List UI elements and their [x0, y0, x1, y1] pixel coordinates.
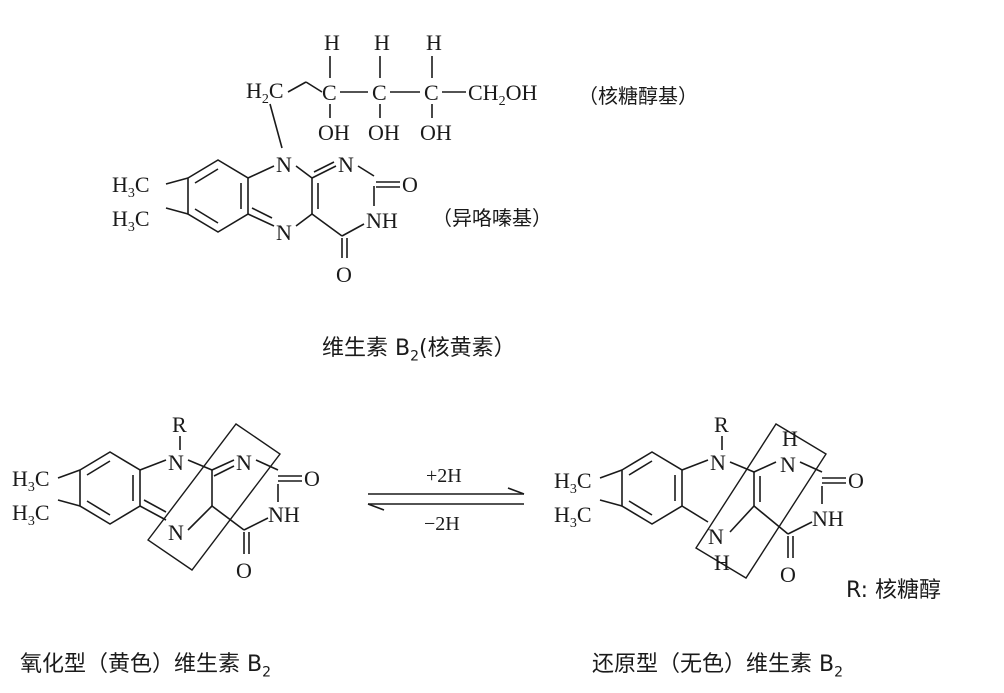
red-n5-h: H	[714, 550, 730, 575]
n5-atom: N	[276, 220, 292, 245]
red-r: R	[714, 412, 729, 437]
red-n5: N	[708, 524, 724, 549]
reduced-structure: N R N H N H O NH O H3C H3C	[554, 412, 864, 587]
ox-r: R	[172, 412, 187, 437]
n1-atom: N	[338, 152, 354, 177]
ox-n5: N	[168, 520, 184, 545]
chain-c1: C	[322, 80, 337, 105]
ox-n10: N	[168, 450, 184, 475]
ox-c2-oxo: O	[304, 466, 320, 491]
chain-h2: H	[374, 30, 390, 55]
red-c4-oxo: O	[780, 562, 796, 587]
chain-c2: C	[372, 80, 387, 105]
ox-n3: NH	[268, 502, 300, 527]
h2c-atom: H2C	[246, 78, 284, 107]
red-highlight-box	[695, 423, 827, 579]
caption-reduced: 还原型（无色）维生素 B2	[592, 652, 844, 681]
r-definition-note: R: 核糖醇	[846, 578, 942, 603]
red-c2-oxo: O	[848, 468, 864, 493]
chain-c3: C	[424, 80, 439, 105]
equilibrium-arrows: +2H −2H	[367, 465, 525, 535]
chain-oh2: OH	[368, 120, 400, 145]
plus-2h-label: +2H	[426, 465, 462, 487]
methyl-lower: H3C	[112, 206, 150, 235]
caption-riboflavin: 维生素 B2(核黄素）	[322, 336, 516, 365]
riboflavin-structure: H2C C H OH C H OH C H OH CH2OH	[112, 30, 537, 287]
methyl-upper: H3C	[112, 172, 150, 201]
chain-oh1: OH	[318, 120, 350, 145]
minus-2h-label: −2H	[424, 513, 460, 535]
ch2oh-atom: CH2OH	[468, 80, 537, 109]
ox-methyl-upper: H3C	[12, 466, 50, 495]
c2-oxo: O	[402, 172, 418, 197]
ox-n1: N	[236, 450, 252, 475]
chain-h3: H	[426, 30, 442, 55]
red-methyl-lower: H3C	[554, 502, 592, 531]
caption-oxidized: 氧化型（黄色）维生素 B2	[20, 652, 272, 681]
isoalloxazine-group-label: （异咯嗪基）	[432, 206, 552, 230]
chain-oh3: OH	[420, 120, 452, 145]
red-n1: N	[780, 452, 796, 477]
ox-methyl-lower: H3C	[12, 500, 50, 529]
oxidized-structure: N R N N O NH O H3C H3C	[12, 412, 320, 583]
c4-oxo: O	[336, 262, 352, 287]
red-n10: N	[710, 450, 726, 475]
red-n3: NH	[812, 506, 844, 531]
n10-atom: N	[276, 152, 292, 177]
chain-h1: H	[324, 30, 340, 55]
ribitol-group-label: （核糖醇基）	[578, 84, 698, 108]
n3-nh: NH	[366, 208, 398, 233]
red-n1-h: H	[782, 426, 798, 451]
ox-c4-oxo: O	[236, 558, 252, 583]
red-methyl-upper: H3C	[554, 468, 592, 497]
ox-highlight-box	[146, 423, 282, 571]
